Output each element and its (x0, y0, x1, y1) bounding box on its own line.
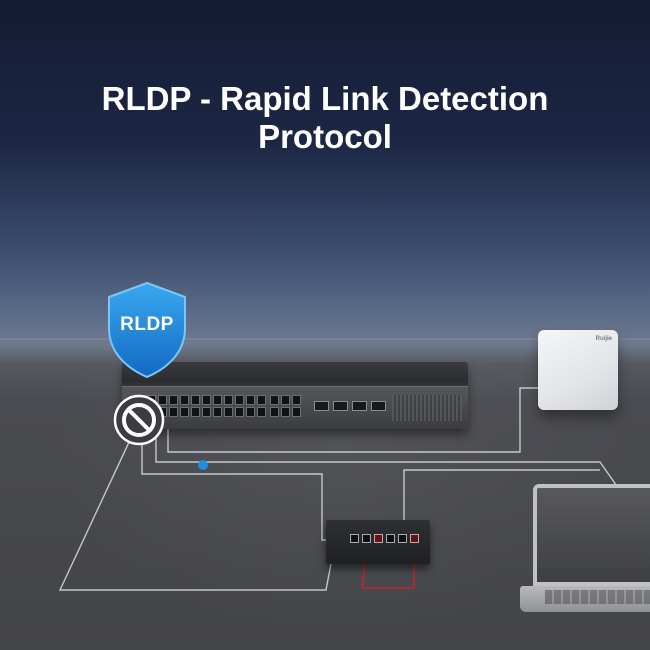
mini-port (362, 534, 371, 543)
loop-cable (361, 539, 415, 589)
rj45-port (292, 395, 301, 405)
cable-to-ap (167, 387, 545, 453)
rj45-port (180, 407, 189, 417)
desktop-switch (326, 520, 430, 564)
desktop-switch-ports (350, 534, 419, 543)
rldp-badge-label: RLDP (120, 314, 174, 335)
switch-front-panel (122, 386, 468, 429)
rj45-port (213, 395, 222, 405)
loop-port (374, 534, 383, 543)
rj45-port (158, 395, 167, 405)
sfp-port (314, 401, 329, 411)
laptop-screen (533, 484, 650, 586)
ap-brand-logo: Ruijie (595, 336, 612, 342)
rj45-port (246, 407, 255, 417)
rj45-port (224, 407, 233, 417)
rj45-port (213, 407, 222, 417)
sfp-port-group (314, 401, 386, 411)
port-group-right (270, 395, 301, 417)
core-switch (122, 362, 468, 429)
rj45-port (224, 395, 233, 405)
sfp-port (352, 401, 367, 411)
switch-vent (392, 395, 462, 421)
wireless-access-point: Ruijie (538, 330, 618, 410)
mini-port (386, 534, 395, 543)
table-edge (0, 338, 650, 340)
rj45-port (235, 395, 244, 405)
shield-icon (108, 281, 186, 379)
cable-uplink (58, 439, 335, 591)
rj45-port (202, 395, 211, 405)
rj45-port (169, 395, 178, 405)
rj45-port (169, 407, 178, 417)
mini-port (398, 534, 407, 543)
rj45-port (281, 407, 290, 417)
title-line-1: RLDP - Rapid Link Detection (101, 80, 549, 117)
cable-to-mini-switch (141, 412, 334, 541)
rj45-port (270, 395, 279, 405)
sfp-port (333, 401, 348, 411)
page-title: RLDP - Rapid Link Detection Protocol (0, 80, 650, 156)
rj45-port (270, 407, 279, 417)
rj45-port (191, 395, 200, 405)
title-line-2: Protocol (258, 118, 392, 155)
rj45-port (281, 395, 290, 405)
rj45-port (191, 407, 200, 417)
blocked-icon (113, 394, 165, 446)
rj45-port (292, 407, 301, 417)
link-dot-lower (198, 460, 208, 470)
sfp-port (371, 401, 386, 411)
rj45-port (235, 407, 244, 417)
laptop-keyboard (545, 590, 650, 604)
rj45-port (180, 395, 189, 405)
rj45-port (202, 407, 211, 417)
rj45-port (257, 395, 266, 405)
rj45-port (246, 395, 255, 405)
rj45-port (257, 407, 266, 417)
loop-port (410, 534, 419, 543)
mini-port (350, 534, 359, 543)
